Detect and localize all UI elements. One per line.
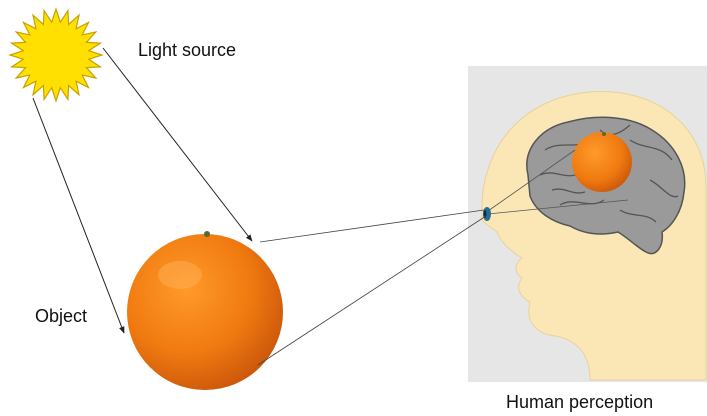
object-label: Object: [35, 306, 87, 327]
light-source-label: Light source: [138, 40, 236, 61]
human-perception-label: Human perception: [506, 392, 653, 413]
sun-icon: [10, 9, 102, 101]
perceived-orange: [572, 132, 632, 192]
light-ray-to-object-right: [103, 48, 252, 241]
sight-line-bottom: [258, 216, 486, 365]
light-ray-to-object-left: [33, 98, 124, 333]
orange-fruit: [127, 231, 283, 390]
sight-line-top: [260, 210, 484, 242]
